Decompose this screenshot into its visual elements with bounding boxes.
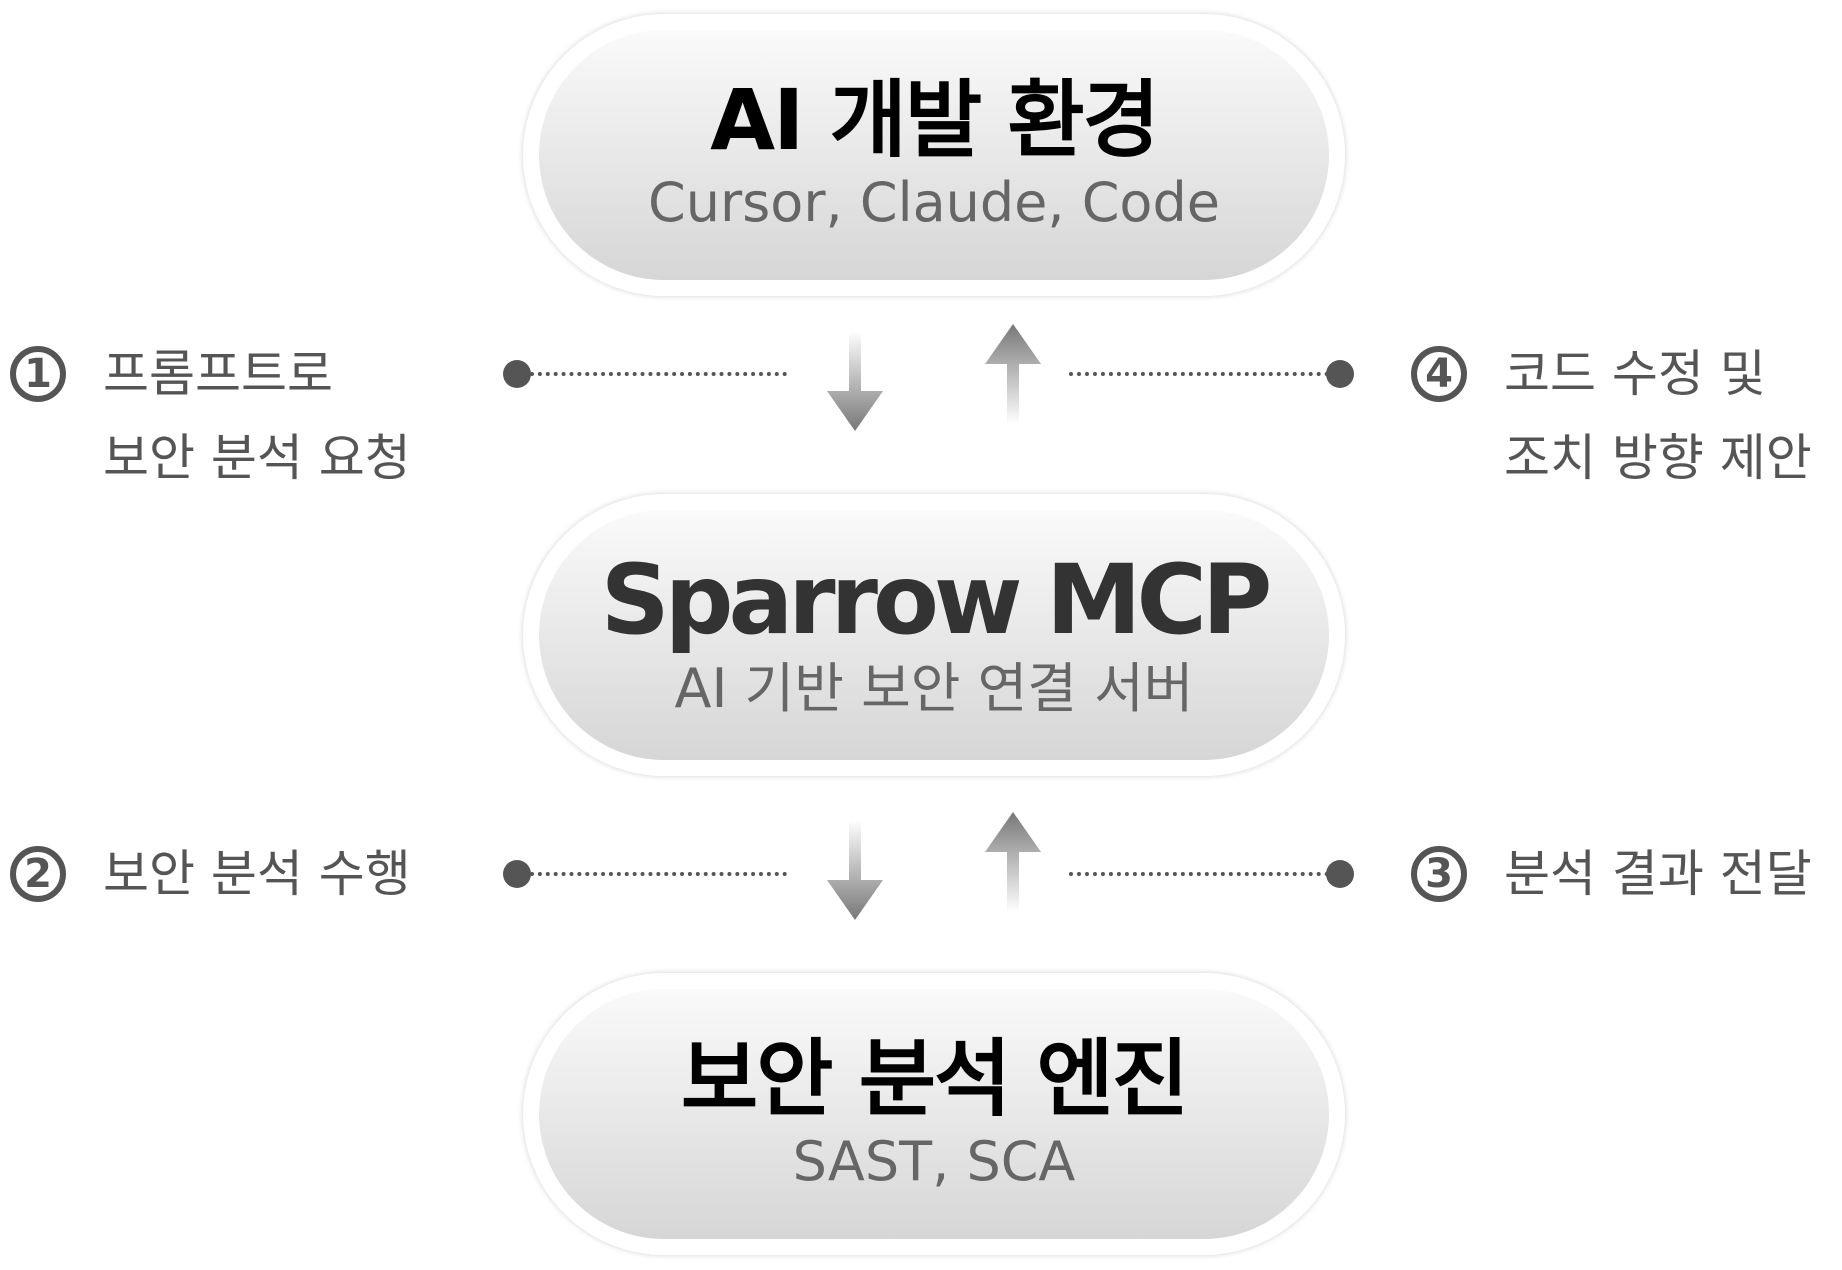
node-title: 보안 분석 엔진 [680,1030,1189,1129]
node-ai-dev-env: AI 개발 환경 Cursor, Claude, Code [523,14,1345,296]
arrow-down-icon [827,820,883,920]
connector-dot [1326,860,1354,888]
node-title: AI 개발 환경 [710,71,1160,170]
step-label-line: 조치 방향 제안 [1504,429,1812,487]
step-label-line: 보안 분석 요청 [103,429,411,487]
step-label: 코드 수정 및 조치 방향 제안 [1504,332,1812,500]
node-sparrow-mcp: Sparrow MCP AI 기반 보안 연결 서버 [523,494,1345,776]
node-subtitle: Cursor, Claude, Code [648,170,1220,234]
step-label: 프롬프트로 보안 분석 요청 [103,332,411,500]
step-number-badge: 1 [10,346,66,402]
step-label-line: 코드 수정 및 [1504,345,1766,403]
node-subtitle: AI 기반 보안 연결 서버 [674,657,1194,721]
connector-line [530,372,787,376]
connector-dot [503,860,531,888]
connector-line [1069,372,1329,376]
step-label-line: 프롬프트로 [103,345,333,403]
step-number-badge: 3 [1411,846,1467,902]
arrow-down-icon [827,331,883,431]
step-number-badge: 4 [1411,346,1467,402]
connector-dot [503,360,531,388]
node-security-engine: 보안 분석 엔진 SAST, SCA [523,973,1345,1255]
step-label: 보안 분석 수행 [103,845,411,903]
arrow-up-icon [985,324,1041,424]
connector-line [530,872,787,876]
arrow-up-icon [985,812,1041,912]
step-number-badge: 2 [10,846,66,902]
connector-line [1069,872,1329,876]
step-label: 분석 결과 전달 [1504,845,1812,903]
node-title: Sparrow MCP [600,543,1273,656]
node-subtitle: SAST, SCA [792,1129,1076,1193]
connector-dot [1326,360,1354,388]
